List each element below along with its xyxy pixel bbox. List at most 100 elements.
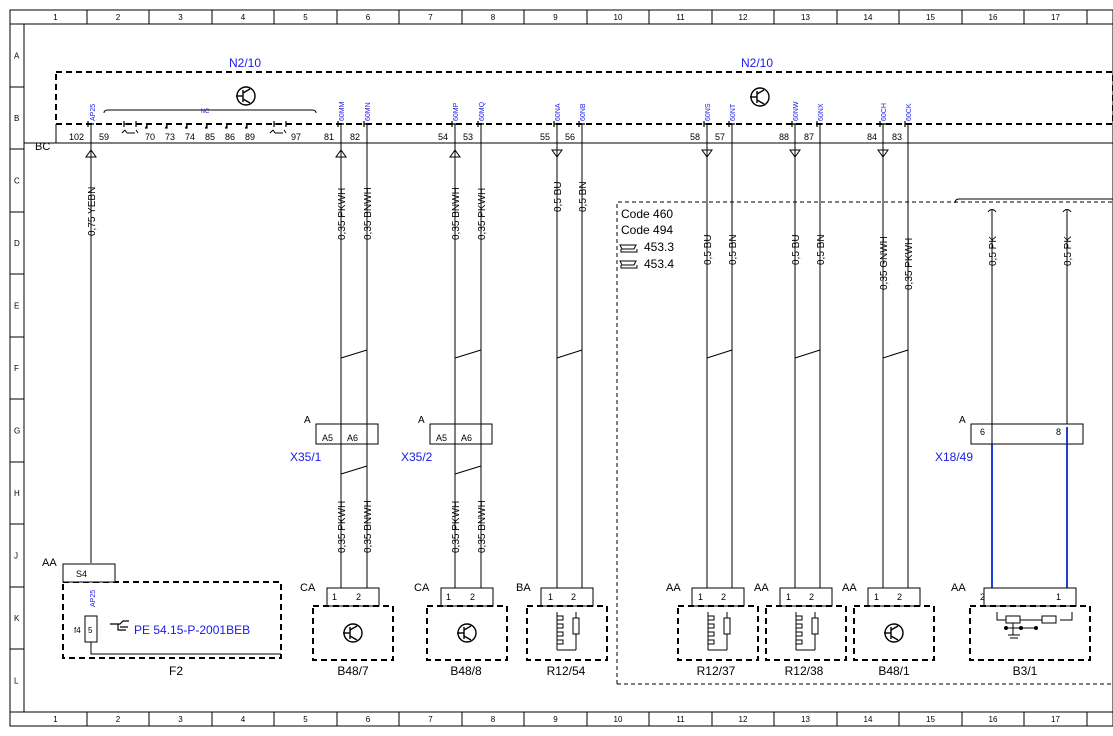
- pin-a6: A6: [461, 433, 472, 443]
- grid-column-label: 3: [178, 13, 183, 22]
- pin-mark: [123, 121, 130, 127]
- wire-labels: 0,75 YEBN 0,35 PKWH 0,35 BNWH 0,35 BNWH …: [87, 181, 1074, 553]
- wire-label: 0,35 PKWH: [337, 501, 348, 553]
- grid-column-label: 7: [428, 13, 433, 22]
- pin-2: 2: [897, 592, 902, 602]
- grid-column-label: 1: [53, 715, 58, 724]
- wire-label: 0,35 BNWH: [363, 187, 374, 240]
- connector-a-label: A: [959, 415, 966, 426]
- bottom-components: [312, 587, 1091, 661]
- diagram-frame: [9, 9, 1113, 727]
- connector-ba: BA: [516, 582, 531, 594]
- f2-reference-link[interactable]: PE 54.15-P-2001BEB: [134, 623, 250, 637]
- component-r12-37: [677, 587, 759, 661]
- pin-6: 6: [980, 427, 985, 437]
- wire-label: 0,35 BNWH: [363, 500, 374, 553]
- pointer-hand-icon[interactable]: [110, 620, 129, 631]
- connector-aa: AA: [951, 582, 966, 594]
- code-zone: Code 460 Code 494 453.3 453.4: [616, 201, 1113, 685]
- pin-73: 73: [165, 132, 175, 142]
- pin-2: 2: [356, 592, 361, 602]
- heater-icon: [556, 612, 580, 651]
- grid-column-label: 14: [864, 13, 873, 22]
- grid-column-label: 6: [366, 715, 371, 724]
- pin-74: 74: [185, 132, 195, 142]
- wire-label: 0,35 GNWH: [879, 236, 890, 290]
- connector-ca: CA: [300, 582, 316, 594]
- connector-x35-1: A A5 A6 X35/1: [290, 415, 379, 464]
- component-b3-1: [969, 587, 1091, 661]
- transistor-icon: [457, 623, 477, 643]
- component-b48-7: [312, 587, 394, 661]
- signal-60na: 60NA: [555, 103, 562, 121]
- signal-60nt: 60NT: [730, 103, 737, 121]
- f2-fuse-pin: 5: [88, 626, 93, 635]
- pin-1: 1: [786, 592, 791, 602]
- switch-icon: [121, 129, 287, 134]
- pin-mark: [205, 124, 208, 129]
- signal-60mp: 60MP: [453, 102, 460, 121]
- connector-ca: CA: [414, 582, 430, 594]
- grid-row-label: G: [14, 427, 20, 436]
- variant-453-4: 453.4: [644, 257, 674, 271]
- connector-x18-49: A 6 8 X18/49: [935, 415, 1084, 464]
- pin-a5: A5: [322, 433, 333, 443]
- grid-column-label: 11: [676, 715, 685, 724]
- grid-row-label: A: [14, 52, 20, 61]
- grid-column-label: 6: [366, 13, 371, 22]
- pin-1: 1: [332, 592, 337, 602]
- pin-mark: [245, 124, 248, 129]
- signal-60ch: 60CH: [881, 103, 888, 121]
- wire-label: 0,5 BU: [553, 181, 564, 212]
- pin-88: 88: [779, 132, 789, 142]
- module-connector-label: BC: [35, 141, 50, 153]
- grid-column-label: 9: [553, 715, 558, 724]
- wire-label: 0,75 YEBN: [87, 187, 98, 236]
- signal-60nb: 60NB: [580, 103, 587, 121]
- pin-2: 2: [571, 592, 576, 602]
- pin-97: 97: [291, 132, 301, 142]
- pin-1: 1: [1056, 592, 1061, 602]
- transistor-icon: [343, 623, 363, 643]
- pin-56: 56: [565, 132, 575, 142]
- pin-70: 70: [145, 132, 155, 142]
- signal-60ck: 60CK: [906, 103, 913, 121]
- pin-a6: A6: [347, 433, 358, 443]
- f2-fuse: f4: [74, 626, 81, 635]
- grid-row-label: F: [14, 364, 19, 373]
- grid-column-label: 7: [428, 715, 433, 724]
- grid-row-label: C: [14, 177, 20, 186]
- grid-column-label: 11: [676, 13, 685, 22]
- pin-8: 8: [1056, 427, 1061, 437]
- component-r12-38: [765, 587, 847, 661]
- nc-label: NC: [201, 109, 210, 115]
- grid-row-label: K: [14, 614, 20, 623]
- grid-ticks: [10, 10, 1088, 726]
- signal-60nx: 60NX: [818, 103, 825, 121]
- f2-pin: S4: [76, 569, 87, 579]
- grid-column-label: 12: [739, 715, 748, 724]
- wire-label: 0,35 PKWH: [904, 238, 915, 290]
- connector-name: X35/1: [290, 450, 322, 464]
- pin-55: 55: [540, 132, 550, 142]
- grid-labels: 1122334455667788991010111112121313141415…: [14, 13, 1060, 724]
- pin-mark: [273, 121, 280, 127]
- component-pin-labels: 1 2 1 2 1 2 1 2 1 2 1 2 2 1: [332, 592, 1061, 602]
- code-460: Code 460: [621, 207, 673, 221]
- transistor-icon: [750, 87, 770, 107]
- blue-wires: [991, 440, 1068, 600]
- component-name: R12/54: [547, 664, 586, 678]
- wire-label: 0,35 BNWH: [451, 187, 462, 240]
- signal-60nw: 60NW: [793, 101, 800, 121]
- transistor-icon: [236, 86, 256, 106]
- connector-x35-2: A A5 A6 X35/2: [401, 415, 493, 464]
- grid-column-label: 14: [864, 715, 873, 724]
- signal-60mq: 60MQ: [479, 101, 486, 121]
- pin-1: 1: [548, 592, 553, 602]
- grid-column-label: 13: [801, 13, 810, 22]
- pin-1: 1: [698, 592, 703, 602]
- grid-column-label: 16: [989, 715, 998, 724]
- wire-label: 0,35 PKWH: [337, 188, 348, 240]
- wire-label: 0,5 BU: [791, 234, 802, 265]
